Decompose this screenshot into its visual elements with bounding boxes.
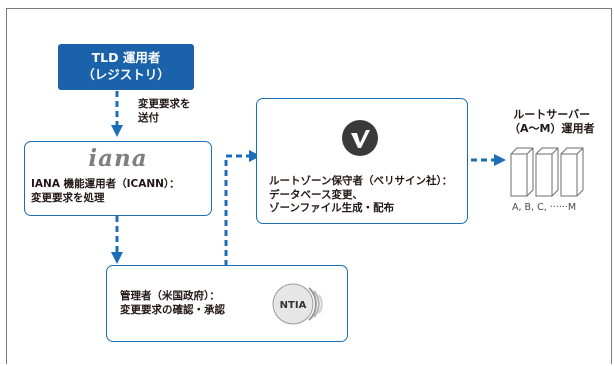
tld-operator-box: TLD 運用者 （レジストリ） (58, 44, 194, 90)
root-zone-line3: ゾーンファイル生成・配布 (269, 202, 395, 214)
tld-operator-line1: TLD 運用者 (91, 50, 161, 65)
administrator-text: 管理者（米国政府）： 変更要求の確認・承認 (120, 290, 225, 317)
root-zone-line2: データベース変更、 (269, 188, 363, 201)
root-zone-text: ルートゾーン保守者（ベリサイン社）： データベース変更、 ゾーンファイル生成・配… (269, 175, 452, 216)
iana-logo: iana (88, 145, 148, 172)
tld-operator-line2: （レジストリ） (82, 67, 170, 82)
change-request-note: 変更要求を 送付 (138, 98, 191, 125)
root-server-title1: ルートサーバー (513, 108, 591, 121)
root-servers-icon (510, 147, 584, 197)
change-request-line2: 送付 (138, 111, 159, 124)
root-servers-label: A, B, C, ······M (512, 202, 577, 213)
root-server-title: ルートサーバー （A〜M）運用者 (509, 108, 594, 135)
iana-line2: 変更要求を処理 (31, 191, 105, 204)
ntia-logo: NTIA (272, 283, 323, 325)
administrator-line1: 管理者（米国政府）： (120, 290, 220, 302)
iana-line1: IANA 機能運用者（ICANN）： (31, 178, 180, 190)
administrator-line2: 変更要求の確認・承認 (120, 303, 225, 316)
change-request-line1: 変更要求を (138, 98, 191, 110)
ntia-logo-text: NTIA (280, 300, 307, 311)
root-zone-maintainer-box: ルートゾーン保守者（ベリサイン社）： データベース変更、 ゾーンファイル生成・配… (256, 98, 468, 224)
administrator-box: 管理者（米国政府）： 変更要求の確認・承認 NTIA (106, 265, 348, 342)
root-server-title2: （A〜M）運用者 (509, 121, 595, 135)
iana-text: IANA 機能運用者（ICANN）： 変更要求を処理 (31, 178, 180, 205)
verisign-logo (342, 120, 378, 156)
arrow-admin-to-root-zone (224, 150, 261, 266)
iana-box: iana IANA 機能運用者（ICANN）： 変更要求を処理 (24, 141, 212, 216)
root-zone-line1: ルートゾーン保守者（ベリサイン社）： (269, 175, 453, 187)
diagram-frame (6, 8, 612, 364)
